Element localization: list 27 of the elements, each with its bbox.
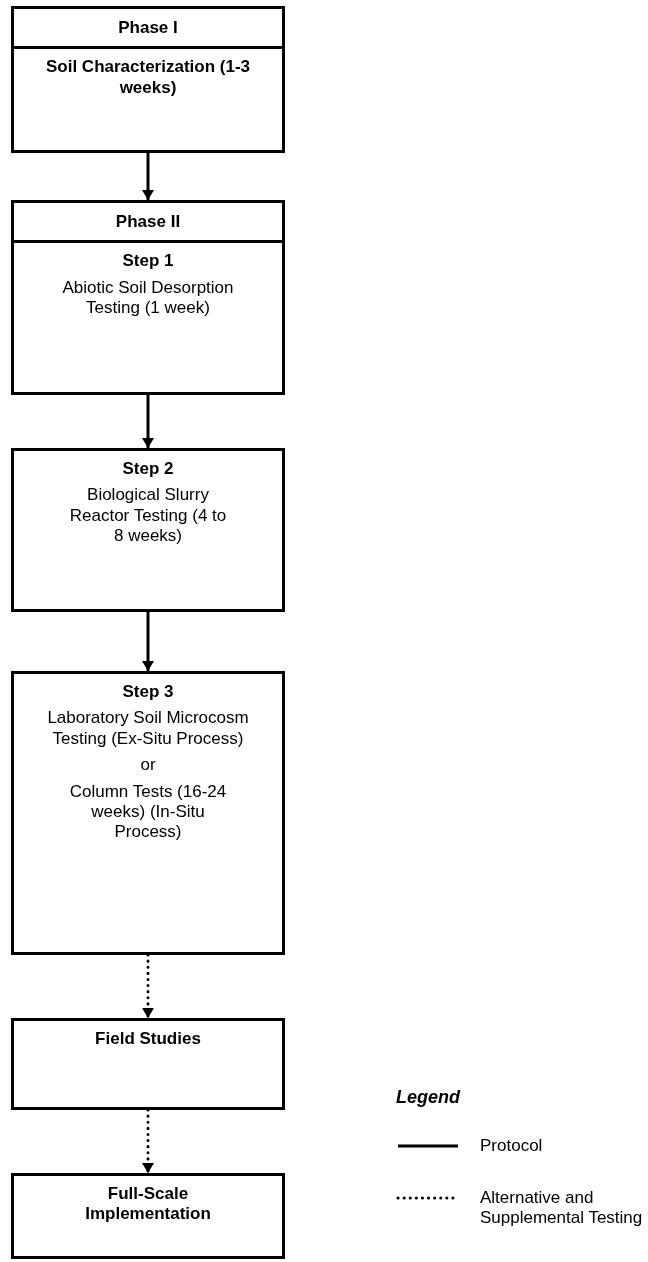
box-heading: Step 1 (122, 251, 174, 272)
arrow (142, 1108, 154, 1175)
box-header: Phase I (14, 9, 282, 50)
process-box (11, 671, 285, 955)
box-heading: Full-Scale Implementation (84, 1184, 212, 1225)
process-box (11, 1173, 285, 1259)
arrow (142, 953, 154, 1020)
box-heading: Soil Characterization (1-3 weeks) (44, 57, 252, 99)
box-heading: Step 3 (122, 682, 174, 703)
box-header: Phase II (14, 203, 282, 244)
legend-label: Protocol (480, 1136, 544, 1156)
box-text: or (140, 755, 156, 776)
legend-label: Alternative and Supplemental Testing (480, 1188, 644, 1228)
arrow (142, 153, 154, 200)
process-box (11, 1018, 285, 1110)
legend-title: Legend (396, 1086, 460, 1109)
process-box (11, 448, 285, 612)
box-text: Abiotic Soil Desorption Testing (1 week) (61, 277, 235, 319)
process-box (11, 6, 285, 153)
arrow (142, 395, 154, 448)
box-text: Column Tests (16-24 weeks) (In-Situ Process) (68, 781, 228, 843)
box-text: Laboratory Soil Microcosm Testing (Ex-Situ Process) (46, 708, 250, 750)
box-text: Biological Slurry Reactor Testing (4 to 8 weeks) (68, 485, 228, 547)
box-heading: Step 2 (122, 459, 174, 480)
process-box (11, 200, 285, 395)
arrow (142, 612, 154, 671)
box-heading: Field Studies (95, 1029, 201, 1050)
